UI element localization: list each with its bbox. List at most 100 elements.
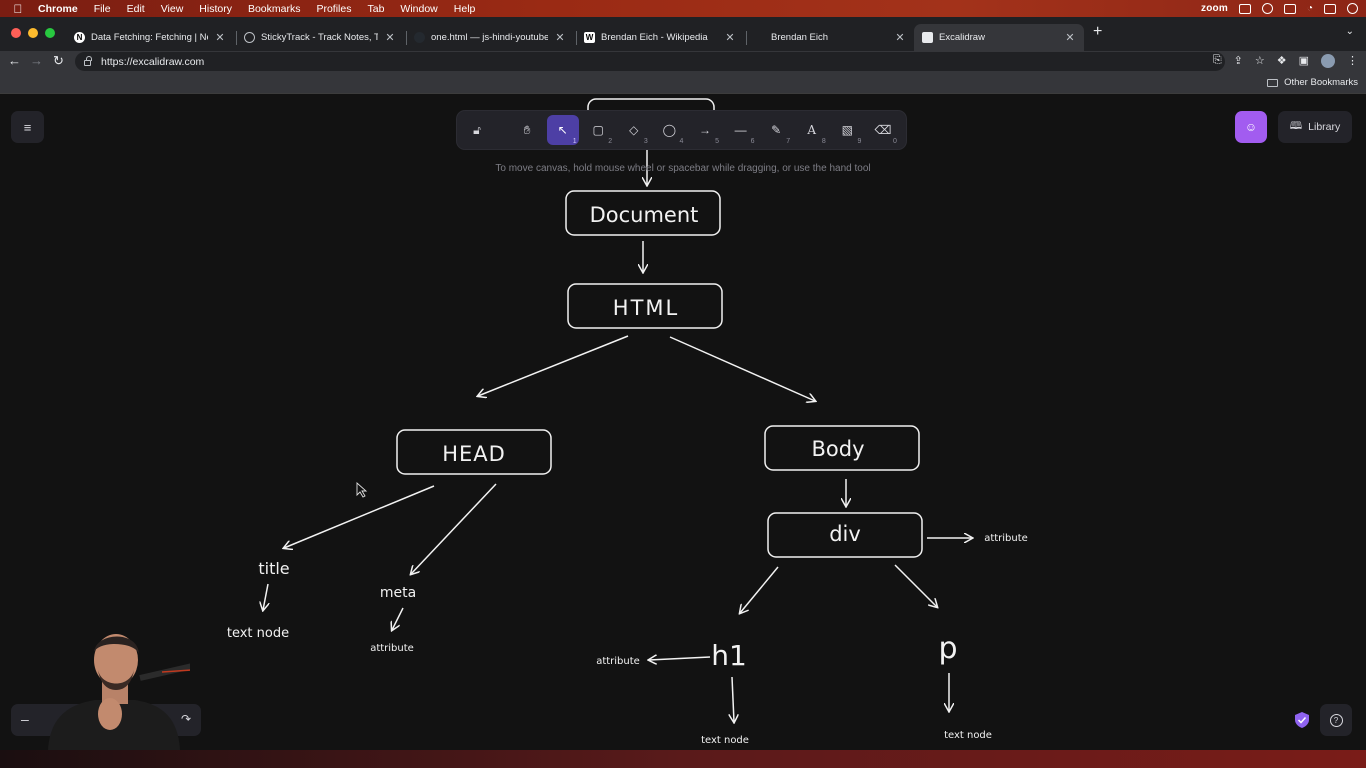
div-node-label[interactable]: div [829, 522, 861, 546]
body-node-box[interactable] [764, 425, 920, 471]
library-button[interactable]: 🕮︎ Library [1278, 111, 1352, 143]
tab-nextjs[interactable]: N Data Fetching: Fetching | Next. ✕ [66, 24, 234, 51]
close-tab-icon[interactable]: ✕ [895, 32, 905, 44]
h1-node-label[interactable]: h1 [711, 639, 747, 672]
div-node-box[interactable] [767, 512, 923, 558]
screen-record-icon[interactable] [1283, 3, 1296, 14]
meta-node-label[interactable]: meta [380, 585, 416, 601]
div-attribute-label[interactable]: attribute [984, 533, 1028, 544]
lock-icon[interactable] [84, 55, 92, 66]
arrow-head-meta[interactable] [411, 483, 497, 574]
arrow-h1-textnode[interactable] [732, 676, 734, 722]
menu-file[interactable]: File [93, 2, 111, 15]
text-a-icon: A [807, 123, 817, 137]
profile-avatar[interactable] [1321, 54, 1335, 68]
grid-status-icon[interactable] [1238, 3, 1251, 14]
tool-diamond[interactable]: ◇3 [618, 115, 650, 145]
title-node-label[interactable]: title [258, 559, 289, 578]
tool-selection[interactable]: ↖1 [546, 115, 579, 145]
bookmark-star-icon[interactable]: ☆ [1254, 55, 1265, 67]
menu-bookmarks[interactable]: Bookmarks [247, 2, 301, 15]
arrow-html-head[interactable] [478, 335, 629, 396]
tab-excalidraw[interactable]: Excalidraw ✕ [914, 24, 1084, 51]
title-text-node-label[interactable]: text node [227, 626, 289, 641]
h1-attribute-label[interactable]: attribute [596, 656, 640, 667]
arrow-head-title[interactable] [284, 485, 435, 548]
arrow-html-body[interactable] [669, 336, 815, 401]
tab-stickytrack[interactable]: StickyTrack - Track Notes, Trac ✕ [236, 24, 404, 51]
help-button[interactable]: ? [1320, 704, 1352, 736]
apple-icon[interactable]:  [0, 2, 36, 16]
menu-history[interactable]: History [199, 2, 232, 15]
tool-image[interactable]: ▧9 [831, 115, 863, 145]
redo-button[interactable]: ↷ [180, 712, 191, 726]
p-node-label[interactable]: p [938, 631, 957, 666]
reload-icon[interactable]: ↻ [53, 53, 64, 68]
menu-view[interactable]: View [160, 2, 184, 15]
tool-rectangle[interactable]: ▢2 [582, 115, 614, 145]
close-tab-icon[interactable]: ✕ [215, 32, 225, 44]
minimize-window-button[interactable] [28, 28, 38, 38]
m-status-icon[interactable] [1261, 3, 1273, 14]
other-bookmarks-button[interactable]: Other Bookmarks [1267, 77, 1358, 88]
excalidraw-canvas[interactable] [0, 95, 1366, 751]
new-tab-button[interactable]: + [1093, 23, 1103, 40]
tool-lock[interactable]: 🔓︎ [461, 115, 493, 145]
arrow-div-p[interactable] [894, 564, 937, 607]
meta-attribute-label[interactable]: attribute [370, 643, 414, 654]
zoom-out-button[interactable]: – [21, 711, 29, 727]
zoom-window-button[interactable] [45, 28, 55, 38]
close-tab-icon[interactable]: ✕ [555, 32, 565, 44]
head-node-box[interactable] [396, 429, 552, 475]
encryption-shield-icon[interactable] [1295, 712, 1309, 728]
menu-tab[interactable]: Tab [367, 2, 385, 15]
clock-status-icon[interactable] [1347, 3, 1358, 14]
arrow-title-textnode[interactable] [263, 583, 268, 610]
share-icon[interactable]: ⇪ [1233, 55, 1243, 67]
main-menu-button[interactable]: ≡ [11, 111, 44, 143]
close-tab-icon[interactable]: ✕ [725, 32, 735, 44]
tab-brendan-eich-youtube[interactable]: Brendan Eich ✕ [746, 24, 914, 51]
menu-profiles[interactable]: Profiles [316, 2, 352, 15]
live-collaboration-button[interactable]: ☺ [1235, 111, 1267, 143]
tool-line[interactable]: —6 [725, 115, 757, 145]
html-node-box[interactable] [567, 283, 723, 329]
chrome-menu-icon[interactable]: ⋮ [1347, 55, 1358, 67]
menu-edit[interactable]: Edit [126, 2, 145, 15]
p-text-node-label[interactable]: text node [944, 730, 992, 741]
arrow-h1-attribute[interactable] [649, 657, 711, 660]
menu-window[interactable]: Window [400, 2, 438, 15]
tool-draw[interactable]: ✎7 [760, 115, 792, 145]
address-bar[interactable]: https://excalidraw.com [75, 52, 1225, 71]
control-center-icon[interactable] [1324, 3, 1336, 14]
menu-help[interactable]: Help [453, 2, 476, 15]
tool-ellipse[interactable]: ◯4 [653, 115, 685, 145]
tab-github[interactable]: one.html — js-hindi-youtube [C ✕ [406, 24, 574, 51]
tab-search-chevron-icon[interactable]: ⌄ [1345, 26, 1354, 37]
url-text[interactable]: https://excalidraw.com [101, 55, 205, 68]
h1-text-node-label[interactable]: text node [701, 735, 749, 746]
tab-wikipedia[interactable]: W Brendan Eich - Wikipedia ✕ [576, 24, 744, 51]
arrow-div-h1[interactable] [740, 566, 779, 613]
document-node-box[interactable] [565, 190, 721, 236]
html-node-label[interactable]: HTML [613, 296, 679, 320]
tool-eraser[interactable]: ⌫0 [867, 115, 899, 145]
arrow-meta-attribute[interactable] [392, 607, 404, 630]
document-node-label[interactable]: Document [590, 203, 699, 227]
body-node-label[interactable]: Body [811, 437, 864, 461]
extensions-puzzle-icon[interactable]: ❖ [1276, 55, 1287, 67]
forward-arrow-icon[interactable]: → [30, 53, 43, 68]
side-panel-icon[interactable]: ▣ [1298, 55, 1309, 67]
zoom-status-item[interactable]: zoom [1201, 3, 1228, 14]
close-tab-icon[interactable]: ✕ [1065, 32, 1075, 44]
install-app-icon[interactable]: ⎘ [1212, 54, 1222, 66]
close-tab-icon[interactable]: ✕ [385, 32, 395, 44]
tool-hand[interactable]: ✋︎ [511, 115, 543, 145]
back-arrow-icon[interactable]: ← [8, 53, 21, 68]
head-node-label[interactable]: HEAD [442, 442, 506, 466]
close-window-button[interactable] [11, 28, 21, 38]
wifi-icon[interactable]: ◔ [1306, 3, 1313, 14]
menu-app-chrome[interactable]: Chrome [38, 2, 78, 15]
tool-arrow[interactable]: →5 [689, 115, 721, 145]
